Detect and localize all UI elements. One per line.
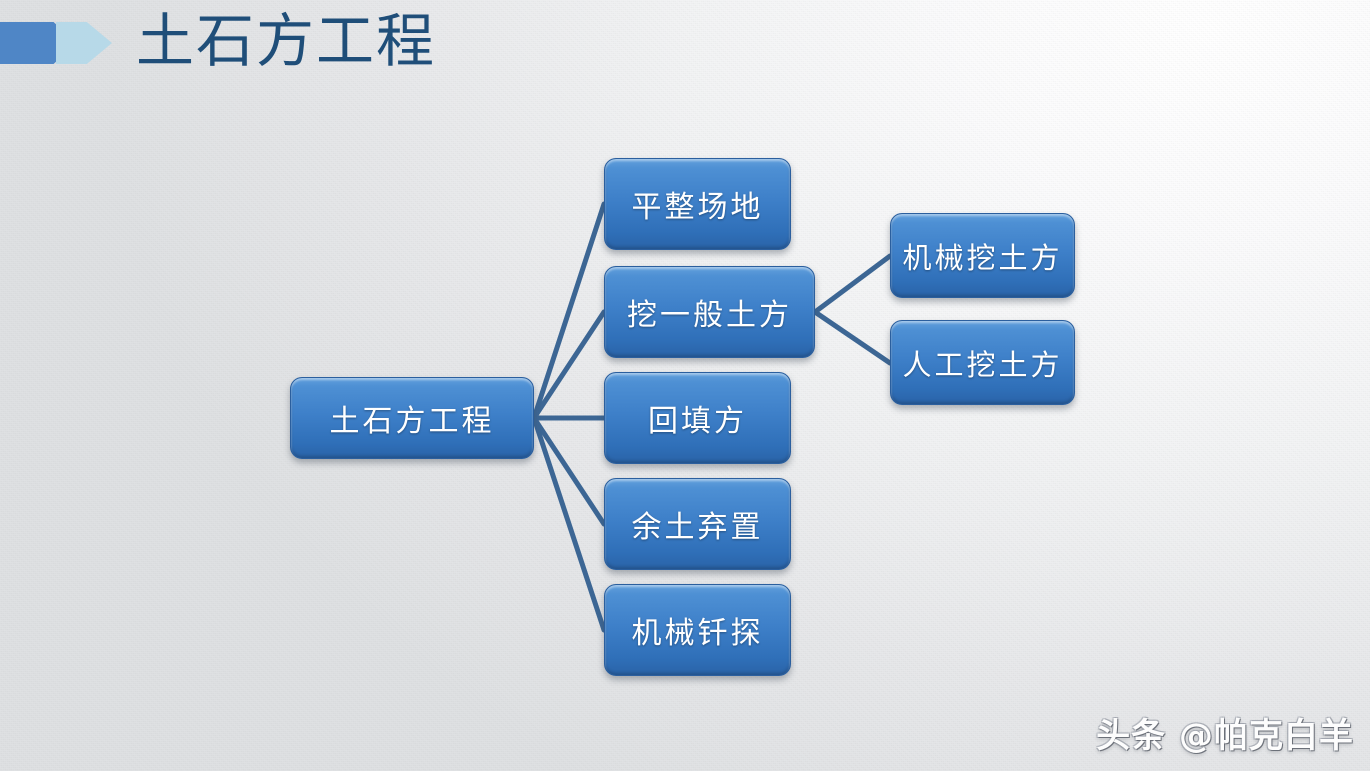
diagram-node-level1-0-label: 平整场地 bbox=[631, 191, 764, 224]
diagram-node-level1-2[interactable]: 回填方 bbox=[604, 372, 791, 464]
diagram-node-level2-0-label: 机械挖土方 bbox=[902, 242, 1063, 275]
diagram-node-level1-0[interactable]: 平整场地 bbox=[604, 158, 791, 250]
diagram-node-level2-1-label: 人工挖土方 bbox=[902, 349, 1063, 382]
diagram-node-root-label: 土石方工程 bbox=[329, 405, 495, 438]
watermark-text: 头条 @帕克白羊 bbox=[1096, 716, 1354, 756]
slide-title-bar: 土石方工程 bbox=[0, 0, 1370, 100]
page-title: 土石方工程 bbox=[136, 9, 437, 74]
diagram-node-root[interactable]: 土石方工程 bbox=[290, 377, 534, 459]
connector-root-to-挖一般土方 bbox=[531, 309, 607, 421]
connector-root-to-平整场地 bbox=[531, 201, 607, 421]
diagram-node-level1-3-label: 余土弃置 bbox=[631, 511, 764, 544]
diagram-node-level1-3[interactable]: 余土弃置 bbox=[604, 478, 791, 570]
diagram-node-level1-4[interactable]: 机械钎探 bbox=[604, 584, 791, 676]
diagram-node-level2-1[interactable]: 人工挖土方 bbox=[890, 320, 1075, 405]
diagram-node-level2-0[interactable]: 机械挖土方 bbox=[890, 213, 1075, 298]
diagram-node-level1-1-label: 挖一般土方 bbox=[627, 299, 792, 332]
connector-root-to-余土弃置 bbox=[531, 415, 607, 527]
diagram-node-level1-2-label: 回填方 bbox=[648, 405, 747, 438]
connector-root-to-机械钎探 bbox=[531, 415, 607, 633]
diagram-node-level1-4-label: 机械钎探 bbox=[631, 617, 764, 650]
connector-挖一般土方-to-人工挖土方 bbox=[812, 309, 893, 366]
connector-挖一般土方-to-机械挖土方 bbox=[812, 253, 893, 315]
diagram-node-level1-1[interactable]: 挖一般土方 bbox=[604, 266, 815, 358]
